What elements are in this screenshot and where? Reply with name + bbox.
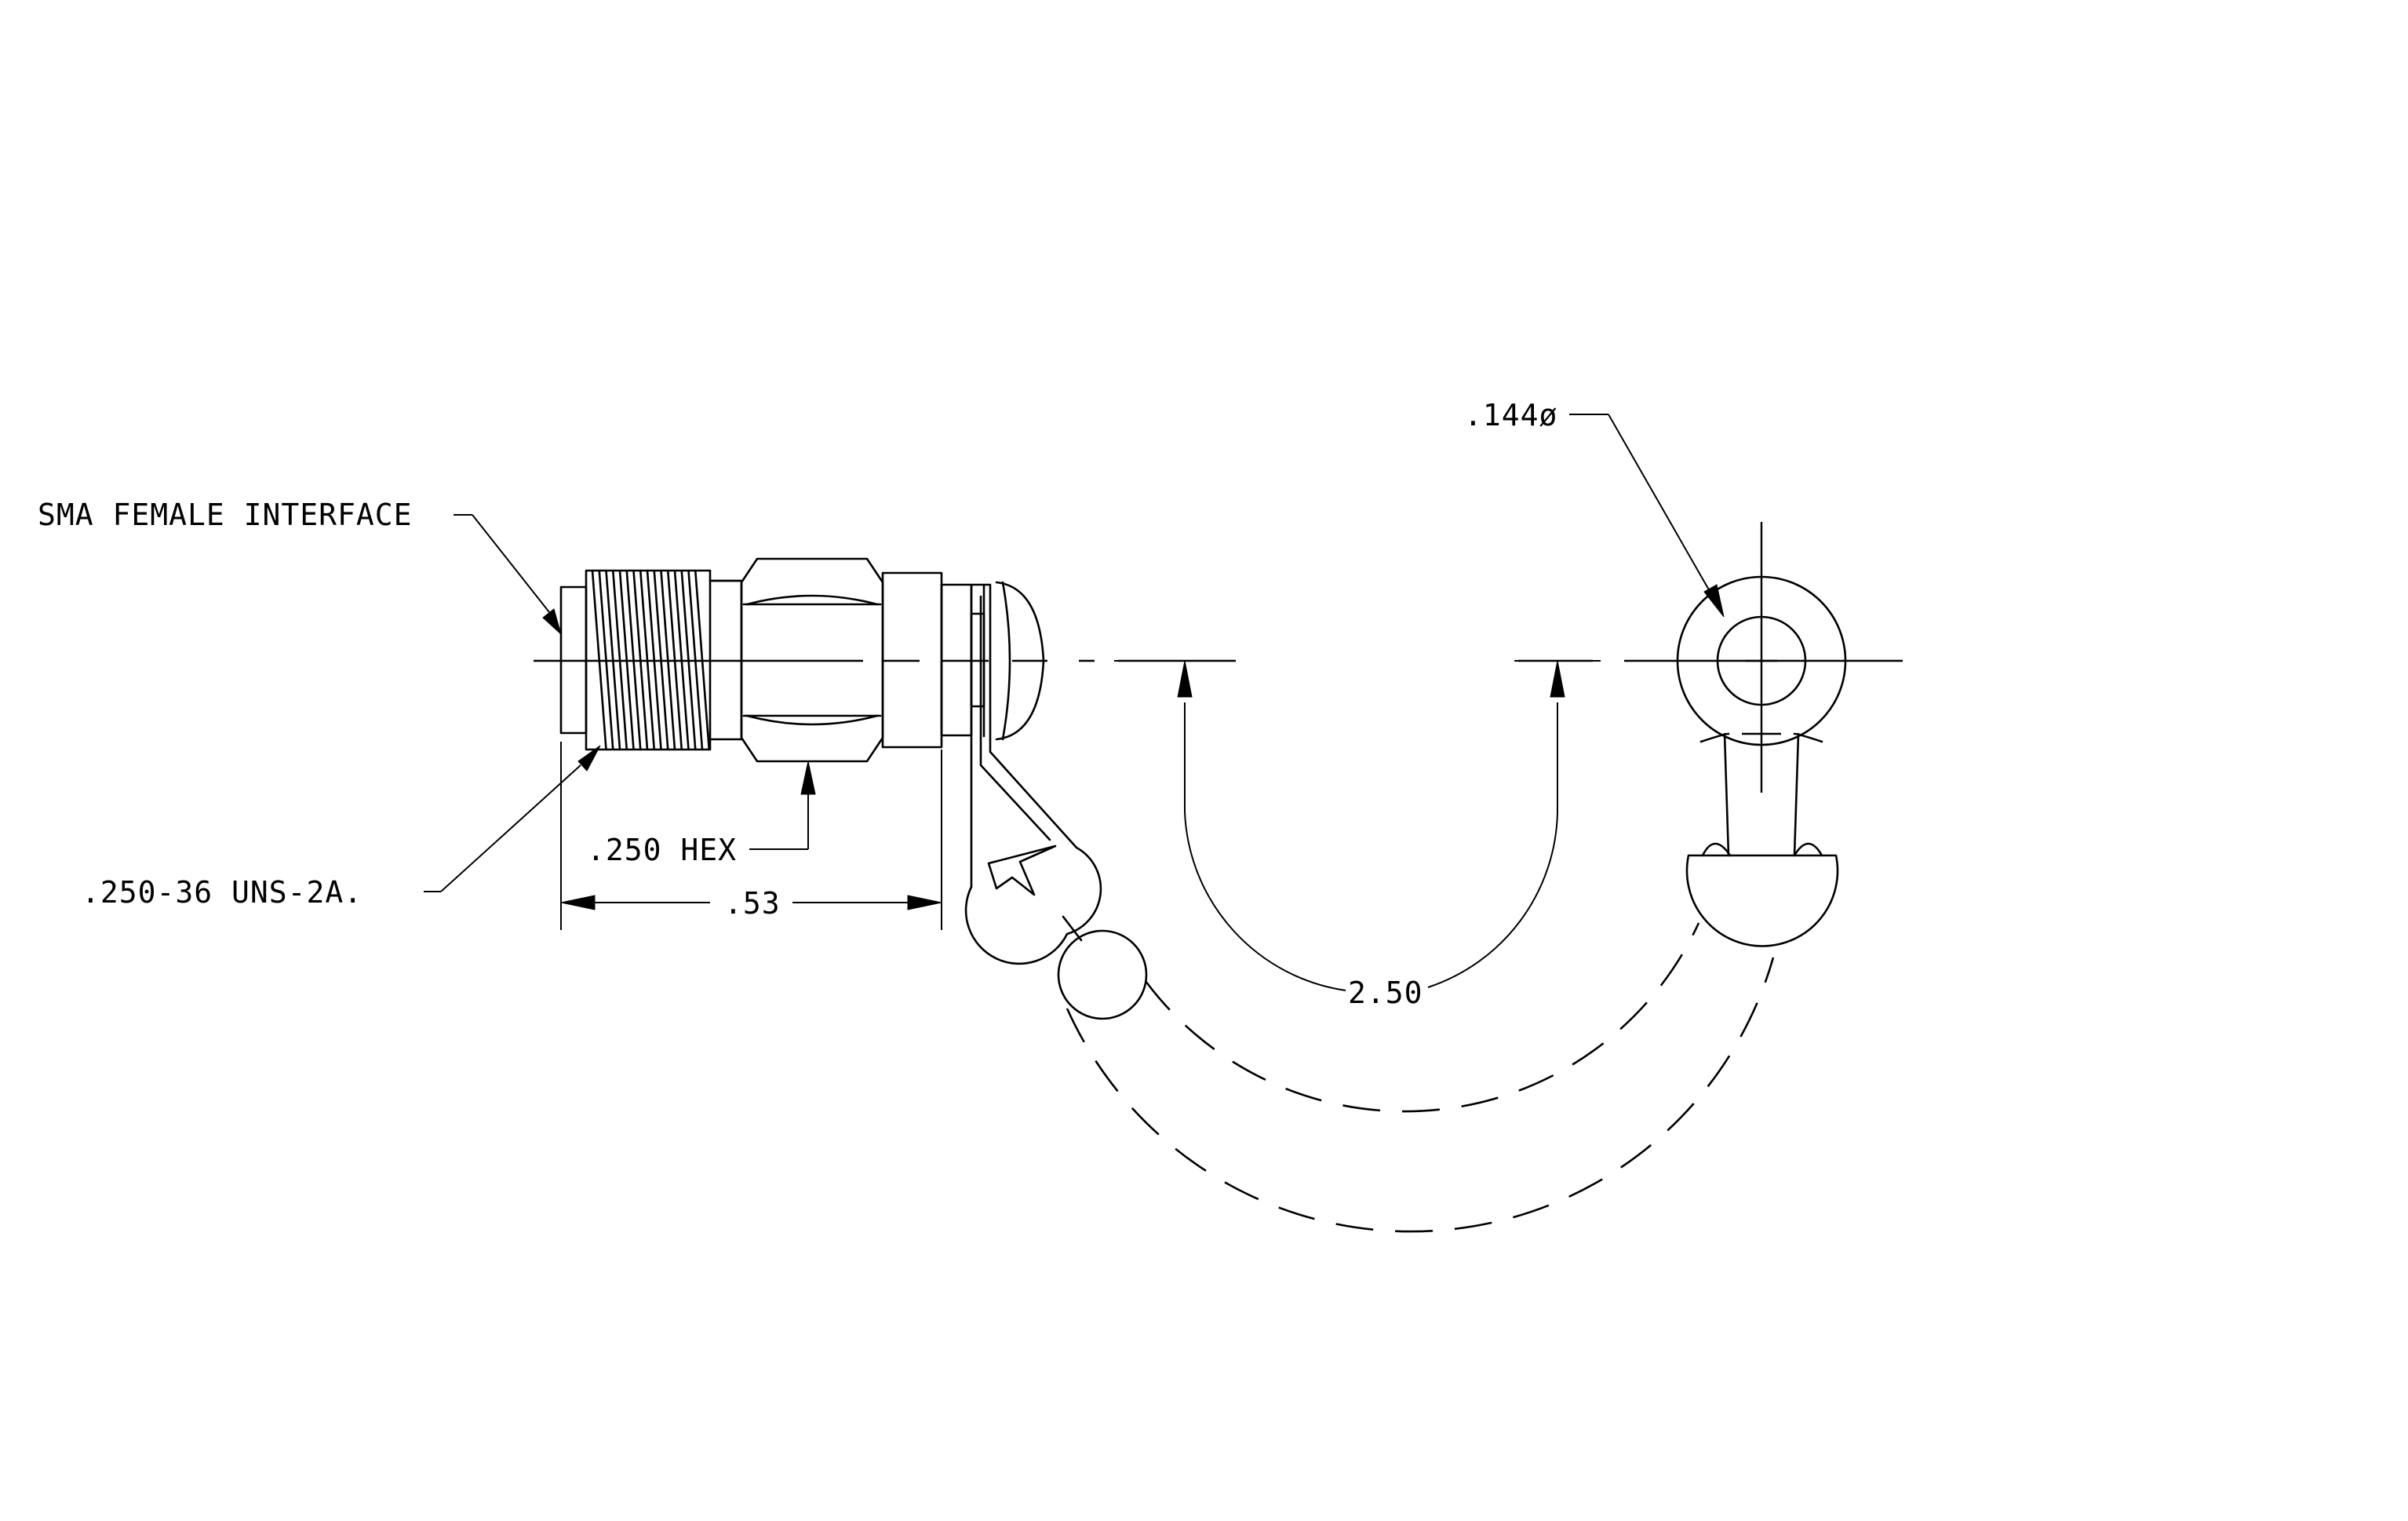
label-hole-diameter: .144ø — [1464, 398, 1557, 432]
leader-interface — [454, 514, 562, 636]
label-interface: SMA FEMALE INTERFACE — [38, 498, 413, 532]
dust-cap — [964, 581, 1102, 965]
thread-crest — [687, 569, 704, 751]
thread-root — [639, 569, 656, 751]
leader-thread — [424, 745, 601, 892]
thread-root — [625, 569, 642, 751]
thread-root — [653, 569, 669, 751]
thread-crest — [618, 569, 635, 751]
leader-diameter — [1569, 414, 1725, 618]
label-length: .53 — [724, 886, 781, 921]
thread-root — [694, 569, 711, 751]
thread-crest — [591, 569, 607, 751]
thread-root — [598, 569, 614, 751]
thread-crest — [646, 569, 662, 751]
thread-crest — [632, 569, 649, 751]
dim-length — [560, 742, 942, 930]
ring-terminal — [1676, 522, 1847, 947]
leader-hex — [749, 760, 816, 850]
dim-chain — [1114, 660, 1601, 991]
label-chain-length: 2.50 — [1348, 976, 1423, 1010]
hex-nut — [709, 557, 884, 763]
label-thread: .250-36 UNS-2A. — [82, 875, 362, 910]
thread-crest — [605, 569, 621, 751]
thread-root — [680, 569, 697, 751]
thread-crest — [673, 569, 690, 751]
thread-root — [611, 569, 628, 751]
thread-root — [666, 569, 683, 751]
thread-crest — [660, 569, 676, 751]
ball-chain — [1057, 915, 1775, 1233]
label-hex: .250 HEX — [587, 833, 737, 867]
